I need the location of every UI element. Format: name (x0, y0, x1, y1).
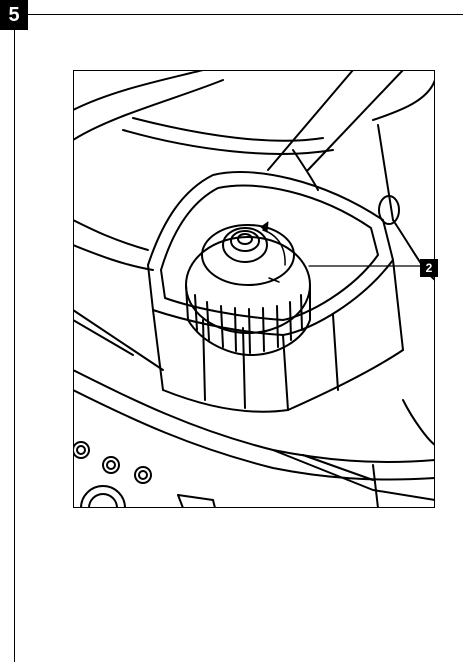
fuel-cap-illustration (73, 70, 435, 508)
figure-number-badge: 5 (0, 0, 28, 30)
page-border-top (14, 14, 463, 15)
callout-2-badge: 2 (420, 259, 438, 277)
page-border-left (14, 14, 15, 662)
